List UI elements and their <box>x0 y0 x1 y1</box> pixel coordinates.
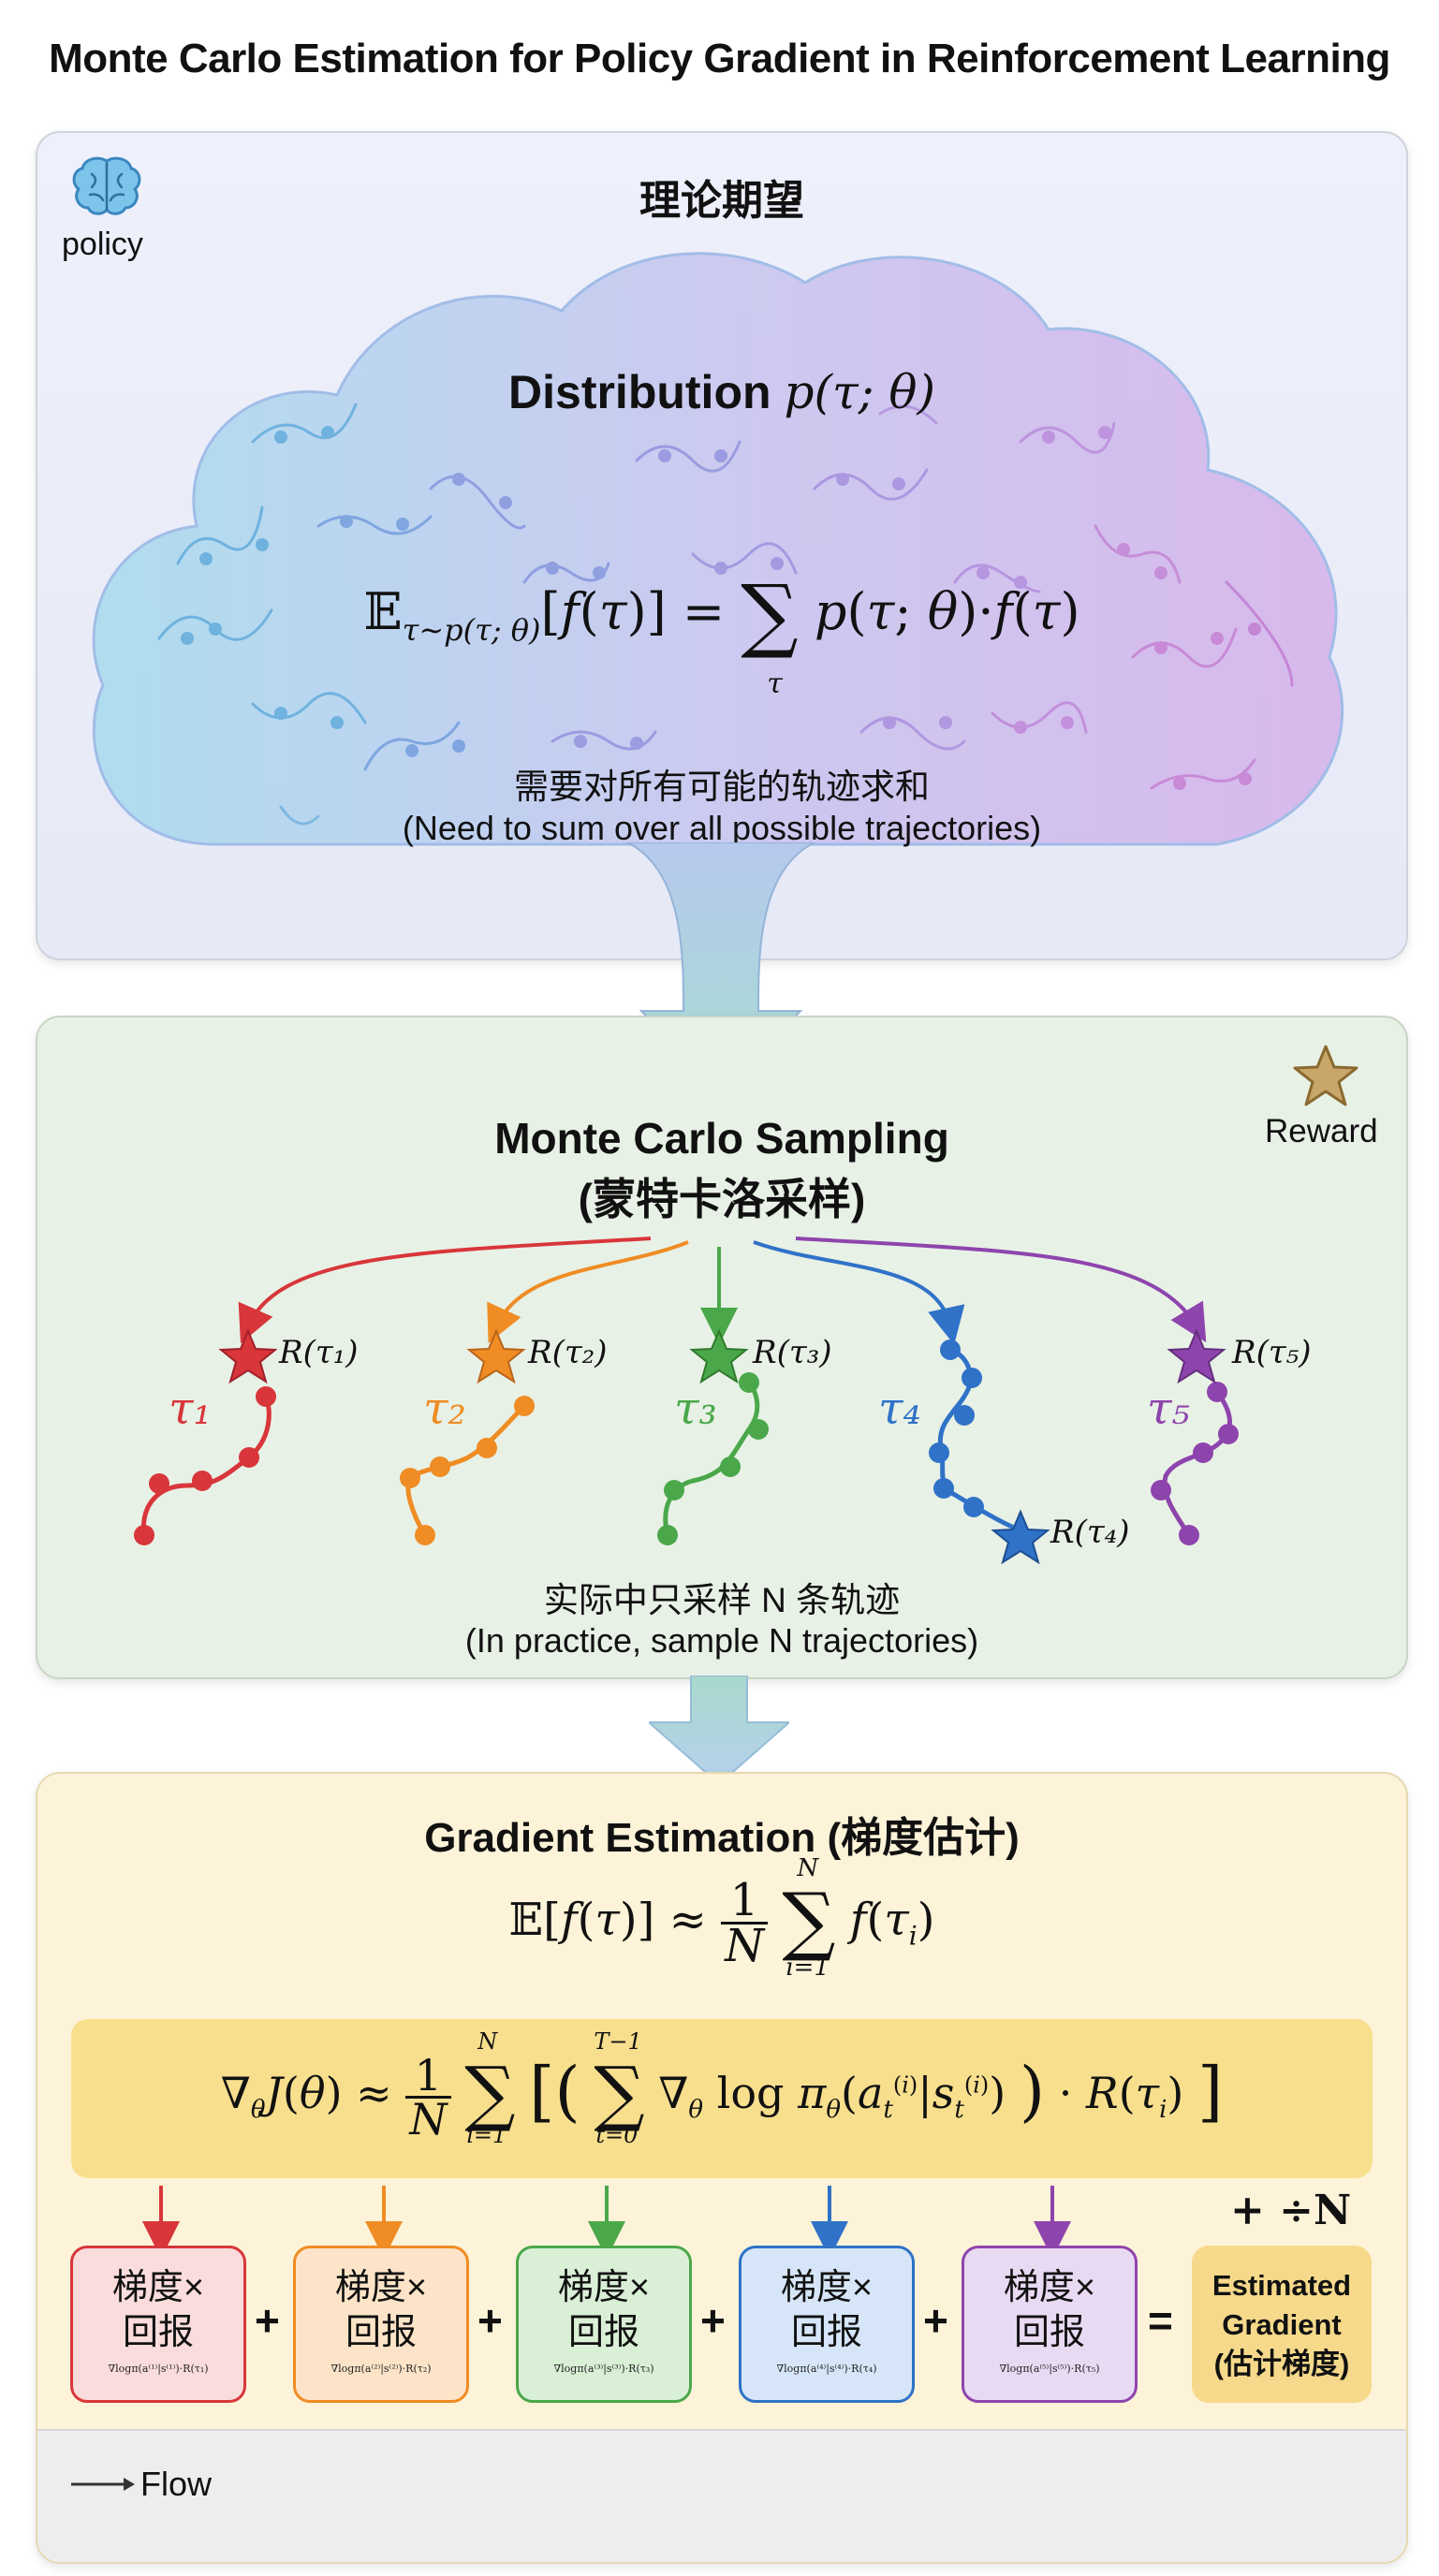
policy-label: policy <box>62 227 143 262</box>
trajectory-3 <box>657 1328 769 1545</box>
gradient-term-box-1: 梯度× 回报 ∇logπ(a⁽¹⁾|s⁽¹⁾)·R(τ₁) <box>70 2246 246 2403</box>
cloud-shape <box>92 252 1344 846</box>
term-2-label-2: 回报 <box>345 2313 417 2352</box>
reward-star-icon <box>1292 1044 1359 1112</box>
trajectory-2-name: τ₂ <box>423 1383 466 1435</box>
trajectory-1-name: τ₁ <box>169 1383 212 1435</box>
reward-label-5: R(τ₅) <box>1232 1334 1312 1371</box>
divide-by-n-label: + ÷N <box>1230 2187 1352 2234</box>
term-arrows <box>142 2186 1071 2259</box>
sampling-title-en: Monte Carlo Sampling <box>494 1114 949 1163</box>
reward-label-2: R(τ₂) <box>528 1334 608 1371</box>
term-3-label-2: 回报 <box>567 2313 639 2352</box>
term-1-formula: ∇logπ(a⁽¹⁾|s⁽¹⁾)·R(τ₁) <box>108 2363 209 2375</box>
plus-sign-2: + <box>477 2296 503 2345</box>
branch-arrow-2 <box>487 1240 689 1344</box>
term-4-formula: ∇logπ(a⁽⁴⁾|s⁽⁴⁾)·R(τ₄) <box>776 2363 877 2375</box>
branch-arrow-4 <box>753 1240 965 1345</box>
page-title: Monte Carlo Estimation for Policy Gradie… <box>49 36 1390 81</box>
result-line-3: (估计梯度) <box>1213 2348 1350 2380</box>
gradient-term-box-3: 梯度× 回报 ∇logπ(a⁽³⁾|s⁽³⁾)·R(τ₃) <box>516 2246 692 2403</box>
brain-icon <box>69 154 144 219</box>
term-1-label-1: 梯度× <box>111 2268 205 2307</box>
term-5-formula: ∇logπ(a⁽⁵⁾|s⁽⁵⁾)·R(τ₅) <box>999 2363 1100 2375</box>
flow-arrow-icon <box>71 2478 135 2491</box>
gradient-term-box-2: 梯度× 回报 ∇logπ(a⁽²⁾|s⁽²⁾)·R(τ₂) <box>293 2246 469 2403</box>
branch-arrow-1 <box>238 1237 652 1344</box>
equals-sign: = <box>1148 2296 1173 2345</box>
expectation-formula: 𝔼τ∼p(τ; θ)[f(τ)] = ∑τ p(τ; θ)·f(τ) <box>363 568 1080 700</box>
trajectory-1 <box>134 1328 278 1545</box>
flow-legend: Flow <box>69 2465 212 2504</box>
term-4-label-2: 回报 <box>790 2313 862 2352</box>
theory-heading: 理论期望 <box>639 178 804 224</box>
result-line-2: Gradient <box>1222 2308 1342 2341</box>
theoretical-expectation-panel: policy 理论期望 Distribution p(τ; θ) 𝔼τ∼p(τ;… <box>36 131 1408 960</box>
reward-label-1: R(τ₁) <box>279 1334 359 1371</box>
term-4-label-1: 梯度× <box>780 2268 874 2307</box>
sampling-title-zh: (蒙特卡洛采样) <box>578 1175 866 1223</box>
gradient-estimation-title: Gradient Estimation (梯度估计) <box>424 1815 1020 1861</box>
reward-label-3: R(τ₃) <box>753 1334 832 1371</box>
trajectory-2 <box>400 1328 535 1545</box>
trajectory-4 <box>929 1339 1050 1565</box>
term-3-label-1: 梯度× <box>557 2268 651 2307</box>
sample-note-zh: 实际中只采样 N 条轨迹 <box>543 1581 901 1619</box>
sampled-trajectories-graphic <box>134 1237 1239 1565</box>
reward-legend-label: Reward <box>1265 1113 1378 1149</box>
flow-label: Flow <box>140 2465 213 2503</box>
policy-gradient-formula-box <box>71 2019 1373 2178</box>
term-2-label-1: 梯度× <box>334 2268 428 2307</box>
monte-carlo-sampling-panel: Monte Carlo Sampling (蒙特卡洛采样) Reward <box>36 1016 1408 1679</box>
branch-arrow-5 <box>795 1237 1207 1343</box>
term-5-label-1: 梯度× <box>1003 2268 1096 2307</box>
legend-strip <box>37 2429 1406 2562</box>
trajectory-3-name: τ₃ <box>674 1383 717 1435</box>
term-5-label-2: 回报 <box>1013 2313 1085 2352</box>
term-3-formula: ∇logπ(a⁽³⁾|s⁽³⁾)·R(τ₃) <box>553 2363 654 2375</box>
reward-label-4: R(τ₄) <box>1050 1514 1130 1551</box>
gradient-term-box-4: 梯度× 回报 ∇logπ(a⁽⁴⁾|s⁽⁴⁾)·R(τ₄) <box>739 2246 915 2403</box>
sample-note-en: (In practice, sample N trajectories) <box>464 1621 979 1660</box>
result-line-1: Estimated <box>1211 2269 1352 2302</box>
plus-sign-3: + <box>700 2296 726 2345</box>
estimated-gradient-box: Estimated Gradient (估计梯度) <box>1192 2246 1372 2403</box>
trajectory-4-name: τ₄ <box>878 1383 921 1435</box>
distribution-cloud-graphic <box>92 252 1344 846</box>
term-2-formula: ∇logπ(a⁽²⁾|s⁽²⁾)·R(τ₂) <box>330 2363 432 2375</box>
sum-note-en: (Need to sum over all possible trajector… <box>402 809 1042 847</box>
gradient-term-box-5: 梯度× 回报 ∇logπ(a⁽⁵⁾|s⁽⁵⁾)·R(τ₅) <box>962 2246 1138 2403</box>
trajectory-5 <box>1151 1328 1239 1545</box>
distribution-title: Distribution p(τ; θ) <box>508 365 935 419</box>
sum-note-zh: 需要对所有可能的轨迹求和 <box>514 768 930 806</box>
plus-sign-4: + <box>923 2296 948 2345</box>
term-1-label-2: 回报 <box>122 2313 194 2352</box>
plus-sign-1: + <box>255 2296 280 2345</box>
flow-arrow-2 <box>649 1676 789 1786</box>
trajectory-5-name: τ₅ <box>1147 1383 1190 1435</box>
